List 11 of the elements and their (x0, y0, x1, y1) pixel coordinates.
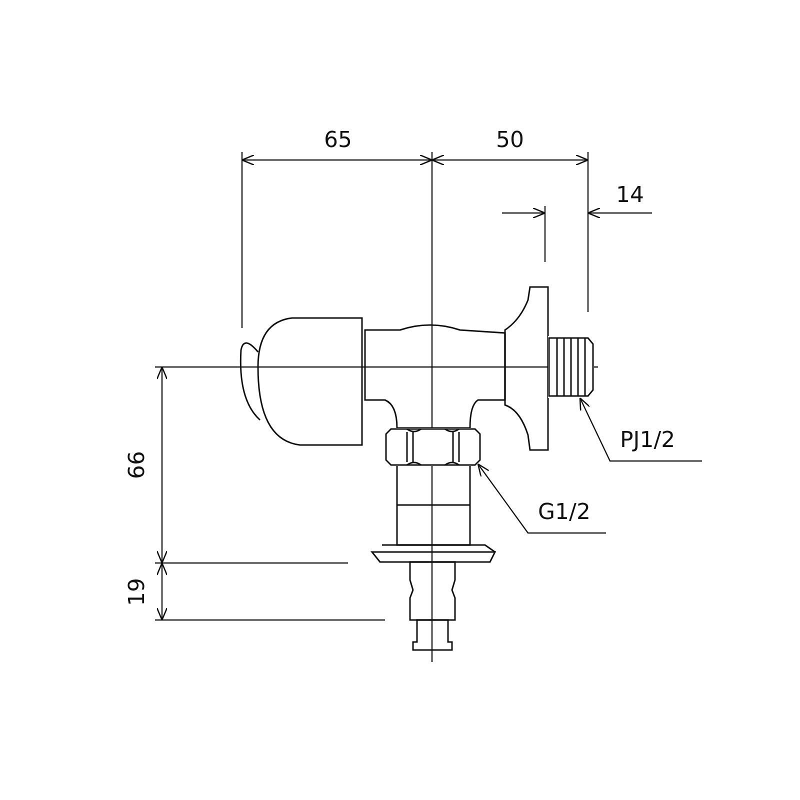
threaded-outlet-part (548, 336, 594, 398)
thread-spec-label: PJ1/2 (620, 428, 702, 458)
leader-line (477, 463, 606, 534)
dimension-value: 19 (125, 578, 151, 606)
dimension-value: 50 (496, 128, 524, 154)
dimension-value: 66 (125, 451, 151, 479)
dimension-value: 65 (324, 128, 352, 154)
dimension-value: 14 (616, 183, 644, 209)
leader-line (579, 397, 702, 462)
hex-nut-part (385, 428, 481, 466)
thread-spec-label: G1/2 (538, 500, 606, 530)
